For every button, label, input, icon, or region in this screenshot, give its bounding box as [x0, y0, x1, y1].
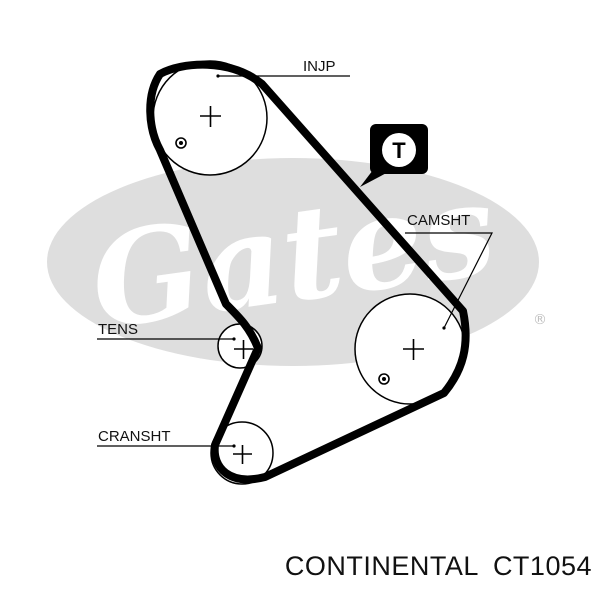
tens-leader-dot [232, 337, 236, 341]
injp-label: INJP [303, 58, 336, 75]
timing-marks [175, 137, 390, 385]
camsht-label: CAMSHT [407, 212, 470, 229]
leader-end-dots [216, 74, 446, 448]
leader-lines [97, 75, 493, 447]
camshaft-centre-cross [403, 339, 424, 360]
injection-pump-timing-mark-dot [179, 141, 183, 145]
injp-leader-dot [216, 74, 220, 78]
tensioner-badge-icon: T [360, 124, 428, 187]
camshaft-timing-mark-dot [382, 377, 386, 381]
camshaft-leader-dot [442, 326, 446, 330]
brand-name: CONTINENTAL [284, 551, 479, 581]
part-number: CT1054 [492, 551, 592, 581]
injection-pump-centre-cross [200, 106, 221, 127]
tens-label: TENS [98, 321, 138, 338]
badge-inner-circle [382, 133, 416, 167]
timing-belt [146, 60, 470, 484]
crankshaft-centre-cross [233, 445, 252, 464]
pulley-centres [200, 106, 424, 464]
badge-letter: T [392, 138, 406, 163]
cransht-label: CRANSHT [98, 428, 171, 445]
cransht-leader-dot [232, 444, 236, 448]
tensioner-centre-cross [234, 340, 253, 359]
badge-bubble-tail [360, 166, 392, 187]
watermark-registered-mark: ® [533, 312, 547, 328]
camshaft-leader-line [405, 232, 493, 329]
part-caption: CONTINENTAL CT1054 [285, 551, 592, 582]
